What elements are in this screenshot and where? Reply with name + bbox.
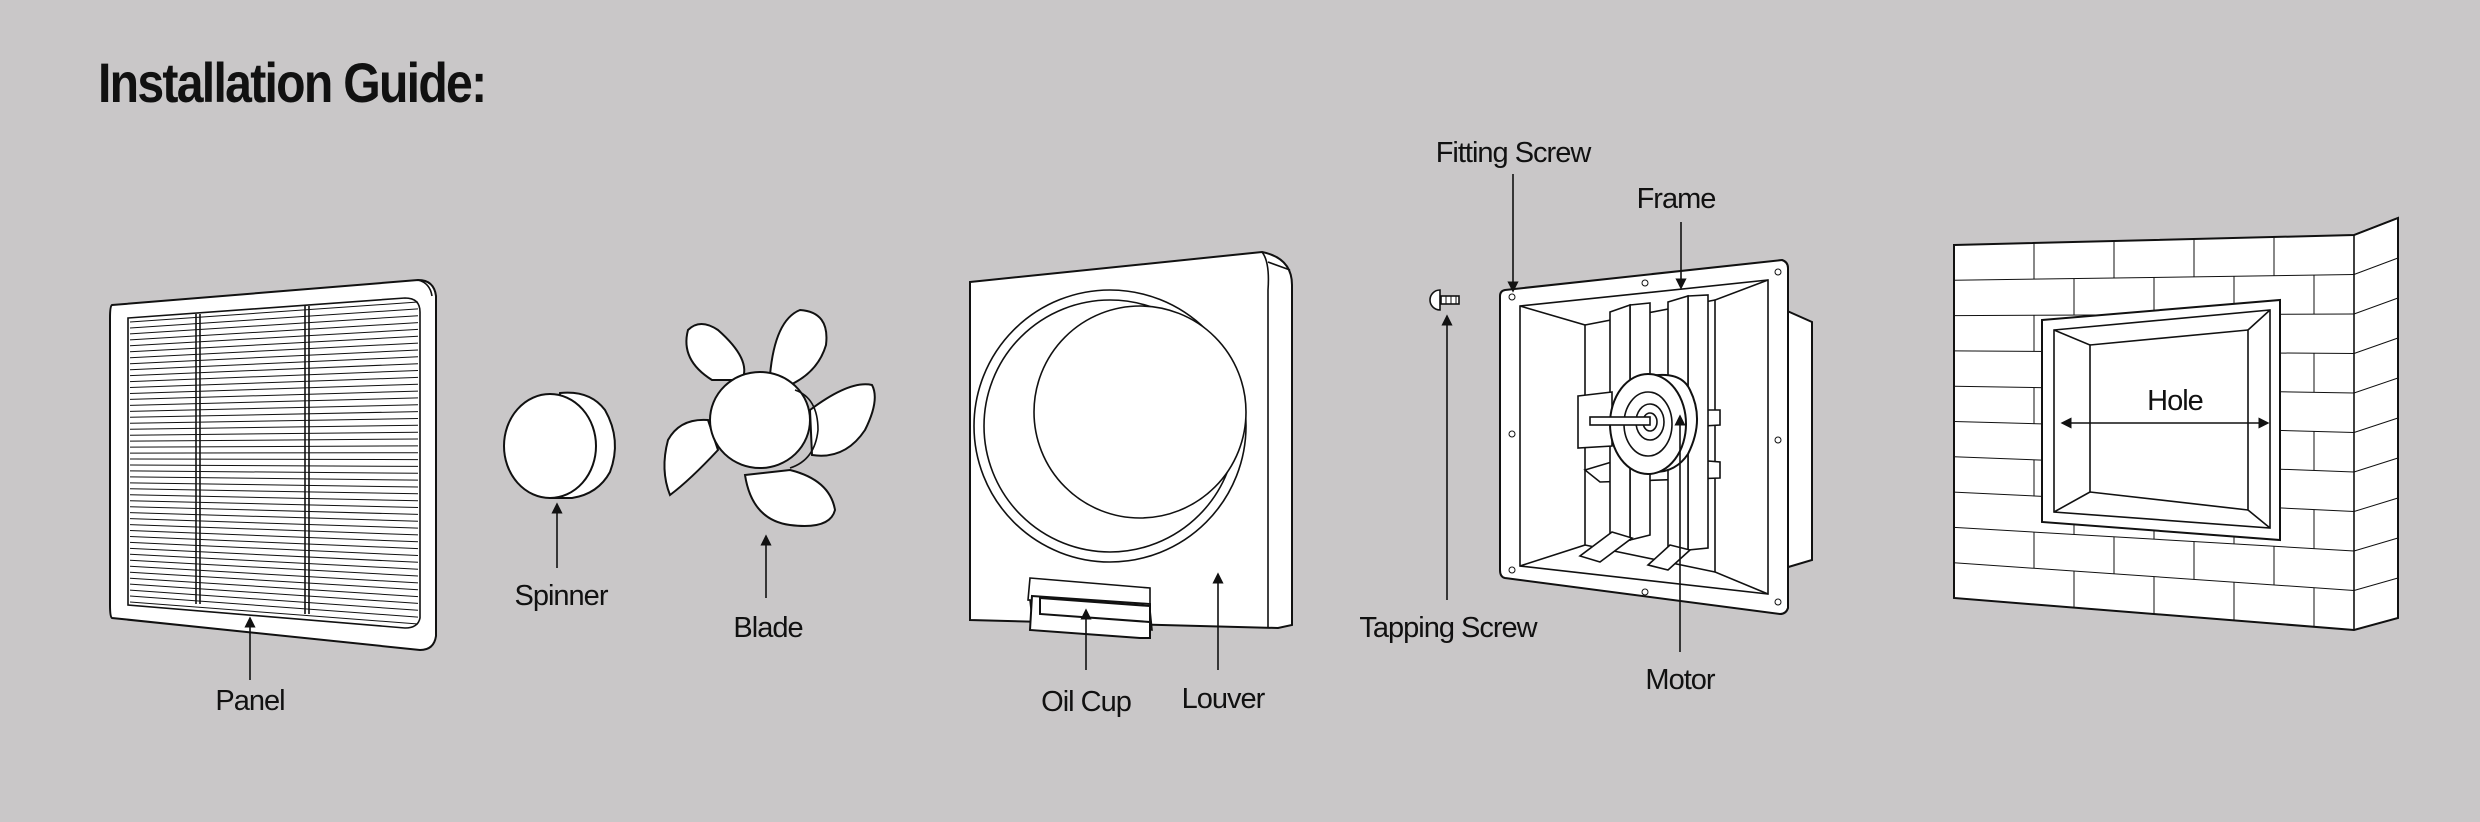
- label-spinner: Spinner: [515, 580, 609, 612]
- panel-slat: [129, 356, 419, 371]
- frame-illustration: [1499, 258, 1813, 616]
- panel-slat: [129, 370, 419, 383]
- panel-slat: [129, 322, 419, 341]
- panel-slat: [129, 577, 419, 598]
- louver-illustration: [969, 250, 1293, 639]
- wall-illustration: [1953, 216, 2399, 632]
- label-hole: Hole: [2147, 385, 2203, 417]
- brick-course-side: [2353, 457, 2399, 473]
- panel-slat: [129, 541, 419, 556]
- panel-slat: [129, 315, 419, 335]
- label-panel: Panel: [215, 685, 284, 717]
- panel-slat: [129, 376, 419, 388]
- blade-illustration: [663, 308, 876, 527]
- tapping-screw-illustration: [1429, 289, 1460, 311]
- panel-slat: [129, 571, 419, 591]
- label-louver: Louver: [1182, 683, 1266, 715]
- label-tapping-screw: Tapping Screw: [1359, 612, 1538, 644]
- panel-slat: [129, 390, 419, 400]
- panel-slat: [129, 500, 419, 508]
- panel-slat: [129, 308, 419, 329]
- panel-slat: [129, 301, 419, 323]
- brick-course-side: [2353, 537, 2399, 552]
- panel-slat: [129, 431, 419, 436]
- panel-slat: [129, 482, 419, 488]
- brick-course-side: [2353, 257, 2399, 275]
- panel-slat: [129, 524, 419, 536]
- panel-slat: [129, 547, 419, 563]
- panel-slat: [129, 363, 419, 377]
- panel-illustration: [109, 278, 437, 652]
- panel-slat: [129, 404, 419, 412]
- pointer-arrows: [244, 174, 2270, 680]
- panel-slat: [129, 383, 419, 394]
- brick-course-side: [2353, 297, 2399, 315]
- panel-slat: [129, 506, 419, 515]
- panel-slat: [129, 512, 419, 522]
- panel-slat: [129, 536, 419, 550]
- panel-slat: [129, 342, 419, 359]
- panel-slat: [129, 494, 419, 502]
- spinner-illustration: [503, 391, 616, 499]
- brick-course-side: [2353, 497, 2399, 512]
- panel-slat: [129, 601, 419, 625]
- panel-slat: [129, 418, 419, 424]
- panel-slat: [129, 553, 419, 570]
- panel-slat: [129, 589, 419, 611]
- panel-slat: [129, 445, 419, 448]
- panel-slat: [129, 583, 419, 604]
- panel-slat: [129, 530, 419, 543]
- brick-course-side: [2353, 377, 2399, 394]
- panel-slat: [129, 470, 419, 474]
- label-fitting-screw: Fitting Screw: [1436, 137, 1593, 169]
- panel-slat: [129, 488, 419, 495]
- panel-slat: [129, 565, 419, 584]
- panel-slat: [129, 464, 419, 467]
- panel-slat: [129, 349, 419, 365]
- label-frame: Frame: [1637, 183, 1716, 215]
- page-title: Installation Guide:: [98, 51, 487, 114]
- panel-slat: [129, 438, 419, 442]
- label-blade: Blade: [733, 612, 802, 644]
- panel-slat: [129, 559, 419, 577]
- label-oil-cup: Oil Cup: [1041, 686, 1131, 718]
- brick-course-side: [2353, 417, 2399, 433]
- label-motor: Motor: [1645, 664, 1715, 696]
- panel-slat: [129, 411, 419, 418]
- panel-slat: [129, 476, 419, 481]
- brick-course-side: [2353, 337, 2399, 354]
- brick-course-side: [2353, 577, 2399, 591]
- panel-slat: [129, 335, 419, 353]
- panel-slat: [129, 328, 419, 347]
- panel-louver-slats: [129, 301, 419, 625]
- panel-slat: [129, 397, 419, 406]
- panel-slat: [129, 458, 419, 461]
- panel-slat: [129, 595, 419, 618]
- panel-slat: [129, 424, 419, 430]
- panel-slat: [129, 518, 419, 529]
